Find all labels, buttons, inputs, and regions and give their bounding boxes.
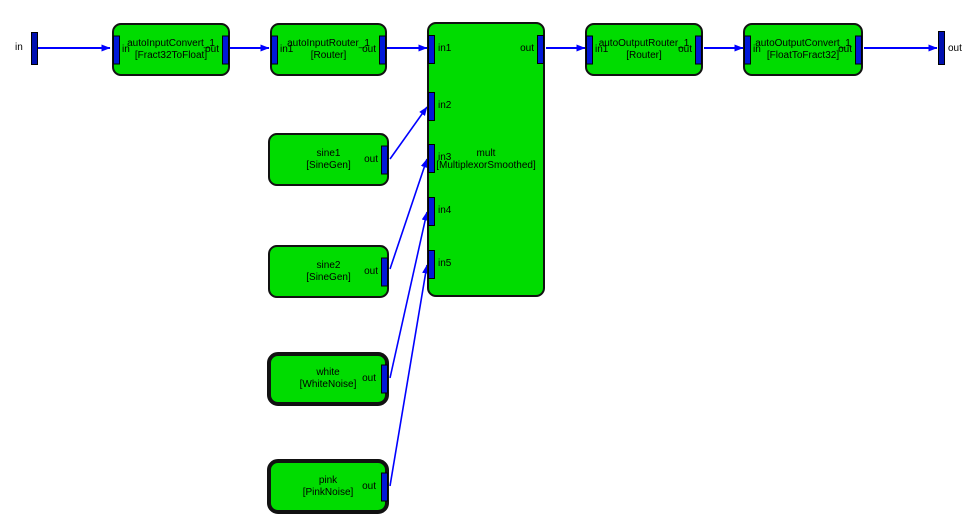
block-pink[interactable]: pink [PinkNoise] out — [267, 459, 389, 514]
port-in2[interactable] — [428, 92, 435, 121]
wire-sine2-to-mult-in3[interactable] — [389, 158, 428, 270]
port-out[interactable] — [222, 35, 229, 64]
port-out[interactable] — [381, 364, 388, 394]
block-title: autoInputConvert_1 [Fract32ToFloat] — [127, 37, 215, 61]
block-autoinputconvert[interactable]: autoInputConvert_1 [Fract32ToFloat] in o… — [112, 23, 230, 76]
port-in[interactable] — [744, 35, 751, 64]
port-out[interactable] — [537, 35, 544, 64]
wire-sine1-to-mult-in2[interactable] — [389, 106, 428, 160]
block-title: pink [PinkNoise] — [302, 474, 354, 498]
port-in5-label: in5 — [438, 258, 452, 269]
port-in1-label: in1 — [595, 43, 609, 55]
input-terminal[interactable] — [31, 32, 38, 65]
port-in-label: in — [122, 43, 130, 55]
port-in1-label: in1 — [280, 43, 294, 55]
port-out-label: out — [362, 373, 376, 384]
port-out-label: out — [205, 43, 219, 55]
port-in2-label: in2 — [438, 100, 452, 111]
block-title: sine2 [SineGen] — [306, 259, 351, 283]
block-autoinputrouter[interactable]: autoInputRouter_1 [Router] in1 out — [270, 23, 387, 76]
block-white[interactable]: white [WhiteNoise] out — [267, 352, 389, 406]
port-in3[interactable] — [428, 144, 435, 173]
port-out-label: out — [364, 265, 378, 277]
port-in[interactable] — [113, 35, 120, 64]
block-sine1[interactable]: sine1 [SineGen] out — [268, 133, 389, 186]
port-out[interactable] — [379, 35, 386, 64]
block-title: autoOutputConvert_1 [FloatToFract32] — [755, 37, 851, 61]
port-in5[interactable] — [428, 250, 435, 279]
port-in1[interactable] — [586, 35, 593, 64]
port-out[interactable] — [695, 35, 702, 64]
block-title: white [WhiteNoise] — [299, 367, 357, 390]
block-sine2[interactable]: sine2 [SineGen] out — [268, 245, 389, 298]
wire-white-to-mult-in4[interactable] — [389, 211, 429, 379]
port-out[interactable] — [855, 35, 862, 64]
port-out-label: out — [362, 480, 376, 492]
port-out[interactable] — [381, 145, 388, 174]
port-out[interactable] — [381, 257, 388, 286]
port-out-label: out — [838, 43, 852, 55]
block-title: mult [MultiplexorSmoothed] — [436, 147, 536, 171]
input-terminal-label: in — [15, 42, 23, 53]
block-autooutputrouter[interactable]: autoOutputRouter_1 [Router] in1 out — [585, 23, 703, 76]
port-in-label: in — [753, 43, 761, 55]
block-autooutputconvert[interactable]: autoOutputConvert_1 [FloatToFract32] in … — [743, 23, 863, 76]
wire-pink-to-mult-in5[interactable] — [389, 264, 430, 487]
port-in4-label: in4 — [438, 205, 452, 216]
block-mult[interactable]: mult [MultiplexorSmoothed] in1 in2 in3 i… — [427, 22, 545, 297]
port-in1-label: in1 — [438, 43, 452, 54]
port-out-label: out — [362, 43, 376, 55]
block-title: sine1 [SineGen] — [306, 147, 351, 171]
output-terminal[interactable] — [938, 31, 945, 65]
port-in3-label: in3 — [438, 152, 452, 163]
port-in1[interactable] — [271, 35, 278, 64]
port-out-label: out — [520, 43, 534, 54]
block-title: autoInputRouter_1 [Router] — [287, 37, 370, 61]
port-in4[interactable] — [428, 197, 435, 226]
port-out-label: out — [364, 153, 378, 165]
block-title: autoOutputRouter_1 [Router] — [598, 37, 690, 61]
port-out-label: out — [678, 43, 692, 55]
port-out[interactable] — [381, 472, 388, 501]
port-in1[interactable] — [428, 35, 435, 64]
output-terminal-label: out — [948, 43, 962, 54]
